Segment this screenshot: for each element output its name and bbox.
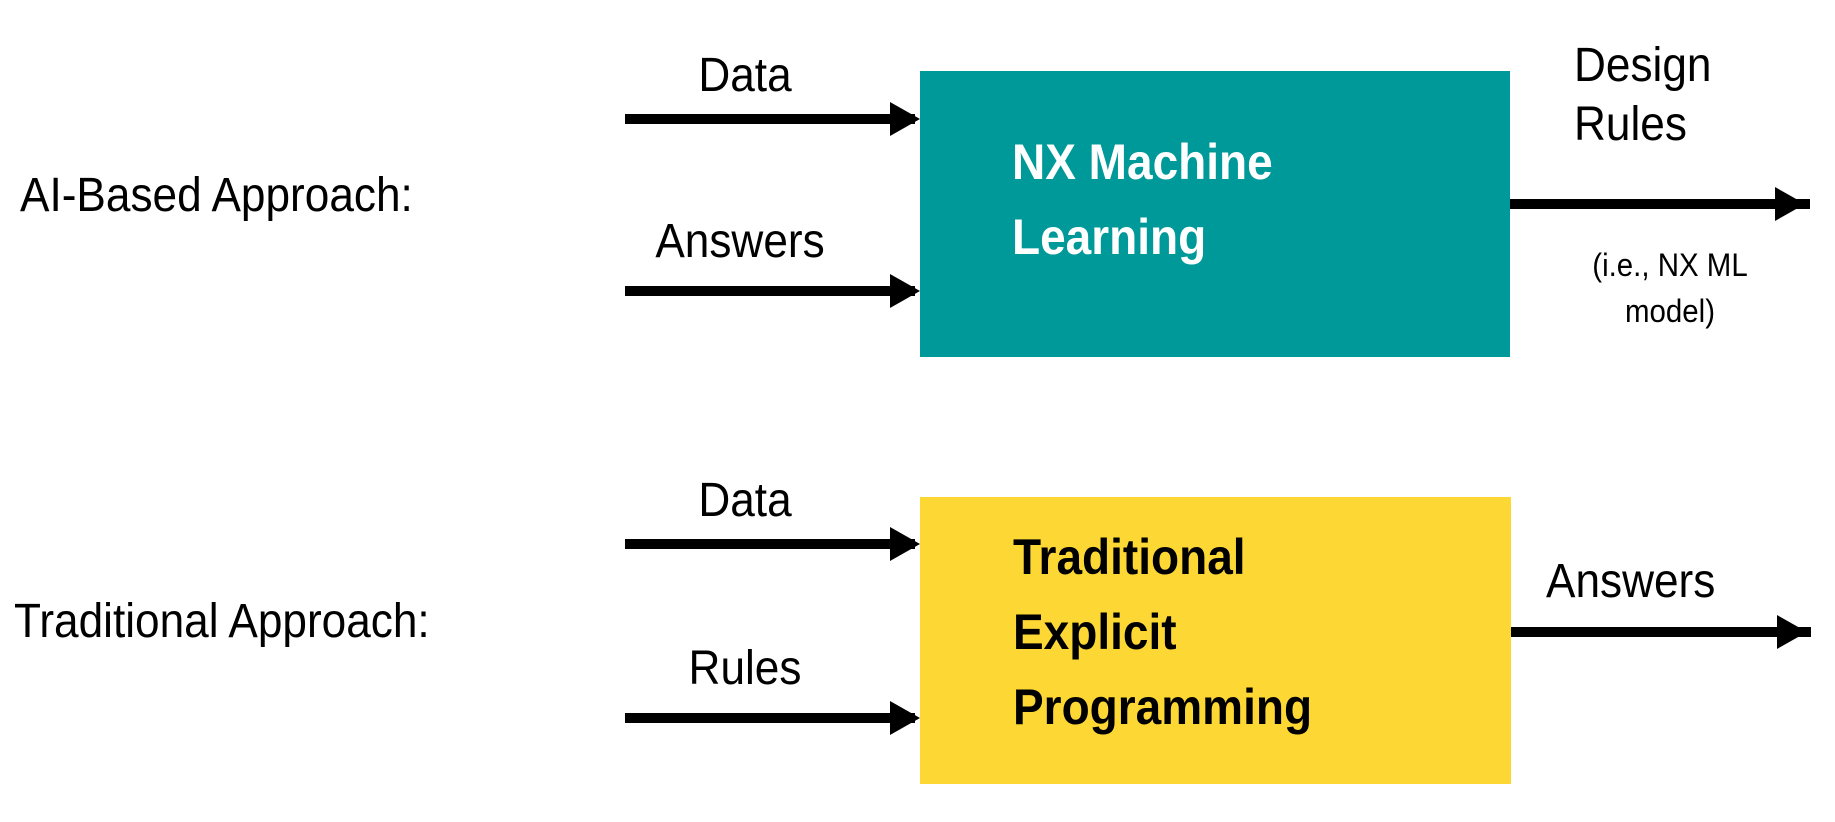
ai-output-note-line: model): [1625, 293, 1715, 330]
ai-output-note: (i.e., NX ML model): [1564, 242, 1776, 335]
arrow-shaft: [625, 713, 915, 723]
arrowhead-icon: [890, 527, 920, 561]
arrowhead-icon: [890, 274, 920, 308]
arrow-shaft: [625, 539, 915, 549]
ai-output-line: Design: [1574, 39, 1712, 92]
nx-machine-learning-text: NX Machine Learning: [1012, 125, 1273, 275]
arrow-shaft: [1511, 627, 1811, 637]
traditional-input-data-label: Data: [698, 474, 792, 527]
ai-input-data-label: Data: [698, 49, 792, 102]
box-text-line: NX Machine: [1012, 134, 1273, 190]
arrowhead-icon: [1775, 187, 1805, 221]
traditional-explicit-programming-box: [920, 497, 1511, 784]
arrow-shaft: [625, 286, 915, 296]
traditional-approach-label: Traditional Approach:: [14, 595, 430, 648]
arrowhead-icon: [890, 102, 920, 136]
traditional-output-label: Answers: [1546, 555, 1716, 608]
box-text-line: Programming: [1013, 679, 1313, 735]
box-text-line: Learning: [1012, 209, 1207, 265]
ai-output-note-line: (i.e., NX ML: [1592, 247, 1748, 283]
arrowhead-icon: [890, 701, 920, 735]
traditional-explicit-programming-text: Traditional Explicit Programming: [1013, 520, 1312, 745]
ai-input-answers-label: Answers: [655, 215, 825, 268]
box-text-line: Explicit: [1013, 604, 1177, 660]
ai-approach-label: AI-Based Approach:: [20, 169, 413, 222]
traditional-input-rules-label: Rules: [688, 642, 802, 695]
arrow-shaft: [625, 114, 915, 124]
arrowhead-icon: [1777, 615, 1807, 649]
arrow-shaft: [1510, 199, 1810, 209]
nx-machine-learning-box: [920, 71, 1510, 357]
ai-output-line: Rules: [1574, 97, 1687, 151]
ai-output-label: Design Rules: [1574, 37, 1711, 154]
box-text-line: Traditional: [1013, 529, 1246, 585]
